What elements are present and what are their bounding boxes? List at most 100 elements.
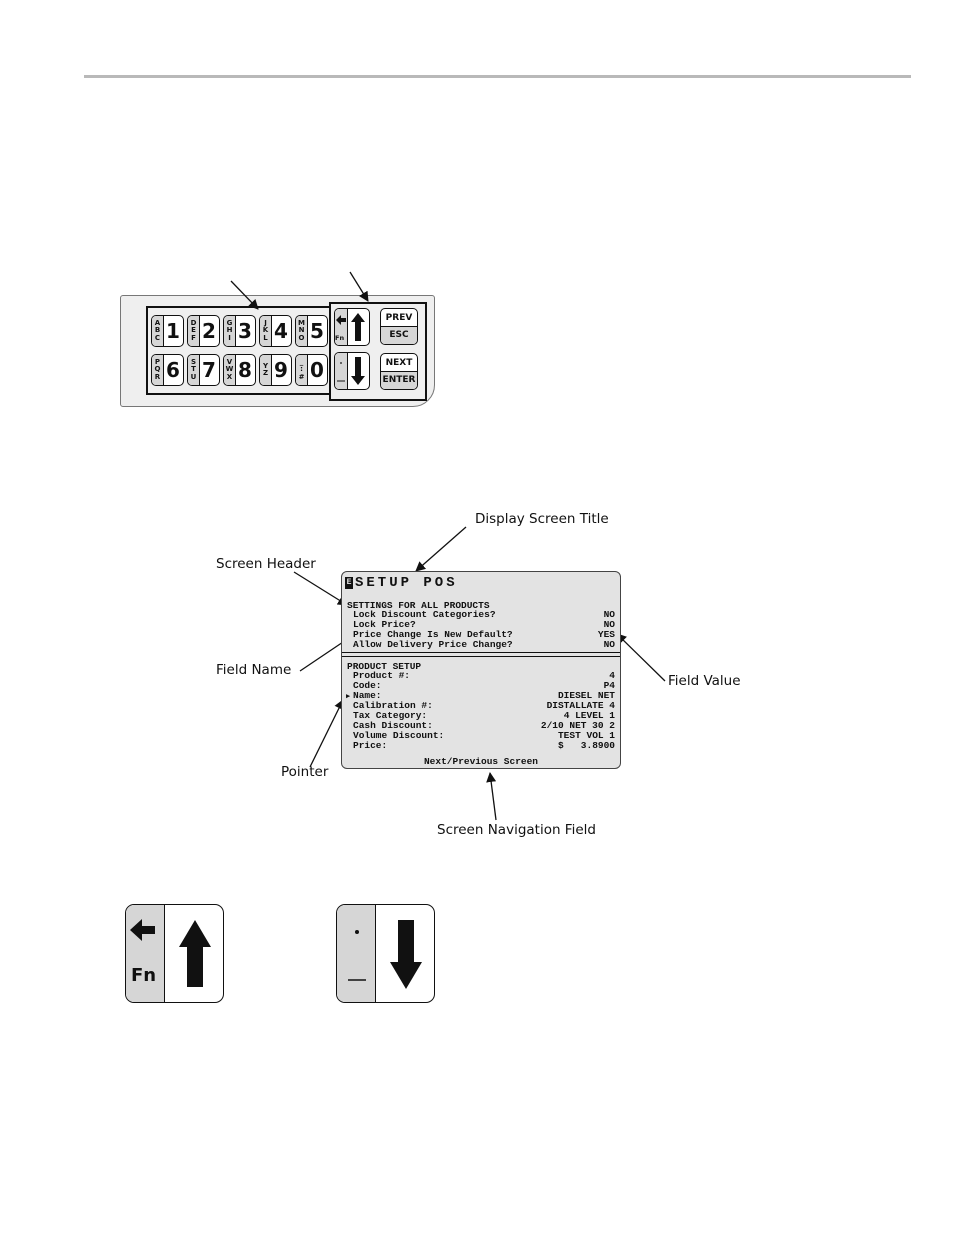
screen-title: E SETUP POS [345,575,458,591]
down-arrow-icon [390,920,422,989]
callout-display-screen-title: Display Screen Title [475,511,609,527]
field-value: NO [603,639,615,650]
display-screen: E SETUP POS SETTINGS FOR ALL PRODUCTS Lo… [341,571,621,769]
key-digit: 3 [238,319,252,343]
field-row: Code: P4 [347,681,615,691]
enlarged-dot-down-key[interactable] [336,904,435,1003]
enlarged-fn-up-key[interactable]: Fn [125,904,224,1003]
field-row: Volume Discount: TEST VOL 1 [347,731,615,741]
dot-key-side [337,905,376,1002]
field-row: Cash Discount: 2/10 NET 30 2 [347,721,615,731]
dot-underscore-icon [348,930,366,981]
field-row: Price: $ 3.8900 [347,741,615,751]
key-digit: 7 [202,358,216,382]
key-digit: 1 [166,319,180,343]
fn-label: Fn [335,334,345,342]
callout-screen-header: Screen Header [216,556,316,572]
fn-key-side: Fn [126,905,165,1002]
field-value-arrow [616,633,666,682]
field-name: Price Change Is New Default? [353,629,513,640]
field-name: Calibration #: [353,700,433,711]
field-name: Product #: [353,670,411,681]
screen-navigation-field[interactable]: Next/Previous Screen [423,756,539,767]
field-value: DIESEL NET [557,690,615,701]
field-value: 4 LEVEL 1 [563,710,615,721]
next-enter-key[interactable]: NEXT ENTER [380,353,418,390]
up-arrow-icon [179,920,211,987]
field-name: Volume Discount: [353,730,445,741]
up-arrow-icon [351,313,365,341]
key-digit: 0 [310,358,324,382]
field-value: DISTALLATE 4 [546,700,615,711]
field-row-selected[interactable]: ▶ Name: DIESEL NET [346,690,615,702]
callout-field-value: Field Value [668,673,741,689]
field-value: NO [603,619,615,630]
field-row: Calibration #: DISTALLATE 4 [347,701,615,711]
field-value: NO [603,609,615,620]
dot-underscore-icon [337,362,345,382]
enter-label: ENTER [381,370,417,389]
key-digit: 6 [166,358,180,382]
key-letters: _:# [296,355,308,385]
field-value: YES [597,629,615,640]
left-arrow-icon [336,315,346,325]
key-0[interactable]: _:# 0 [295,354,328,386]
fn-key-side: Fn [335,309,348,345]
navigation-keys-group: Fn PREV ESC NEXT ENTER [329,302,427,401]
fn-up-key[interactable]: Fn [334,308,370,346]
next-label: NEXT [385,357,413,368]
section-divider [342,652,620,657]
esc-label: ESC [381,325,417,344]
prev-label: PREV [385,312,413,323]
navigation-field-arrow [486,772,497,821]
field-value: P4 [603,680,615,691]
key-digit: 4 [274,319,288,343]
callout-screen-navigation-field: Screen Navigation Field [437,822,596,838]
section-header-all-products: SETTINGS FOR ALL PRODUCTS [347,600,490,611]
callout-pointer: Pointer [281,764,329,780]
prev-esc-key[interactable]: PREV ESC [380,308,418,345]
header-rule [84,75,911,78]
dot-key-side [335,353,348,389]
field-name: Price: [353,740,388,751]
field-name: Allow Delivery Price Change? [353,639,513,650]
field-value: $ 3.8900 [557,740,615,751]
field-row: Lock Price? NO [347,620,615,630]
screen-header-arrow [293,571,348,606]
field-row: Lock Discount Categories? NO [347,610,615,620]
field-row: Allow Delivery Price Change? NO [347,640,615,650]
field-row: Product #: 4 [347,671,615,681]
field-name: Cash Discount: [353,720,433,731]
pointer-arrow [309,699,344,768]
callout-field-name: Field Name [216,662,292,678]
screen-title-icon: E [345,577,353,589]
down-arrow-icon [351,357,365,385]
field-row: Price Change Is New Default? YES [347,630,615,640]
screen-title-text: SETUP POS [355,575,458,591]
left-arrow-icon [130,919,155,941]
dot-down-key[interactable] [334,352,370,390]
field-name: Lock Discount Categories? [353,609,496,620]
field-name: Lock Price? [353,619,416,630]
key-digit: 2 [202,319,216,343]
field-name: Name: [353,690,382,701]
key-digit: 5 [310,319,324,343]
